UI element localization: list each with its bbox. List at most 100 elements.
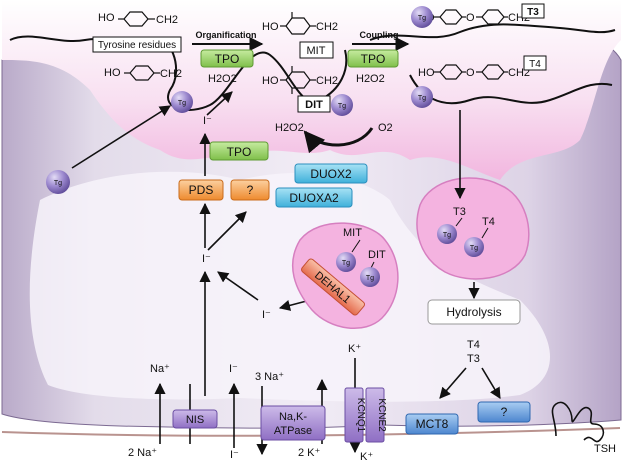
t4-label: T4 bbox=[529, 59, 541, 70]
pds-label: PDS bbox=[189, 183, 214, 197]
dit-label: DIT bbox=[305, 99, 323, 111]
duox2-box bbox=[294, 163, 368, 184]
t3-label: T3 bbox=[527, 7, 539, 18]
tg-circle-colloid-3: Tg bbox=[411, 6, 433, 28]
tpo-box-membrane bbox=[209, 141, 269, 161]
unknown-basal-transporter-box bbox=[477, 401, 531, 423]
kcnq1-label: KCNQ1 bbox=[355, 398, 366, 433]
na-k-atpase-label-2: ATPase bbox=[274, 425, 312, 437]
h2o2-label-1: H2O2 bbox=[208, 73, 237, 85]
o-label-t3: O bbox=[466, 12, 475, 24]
ho-label: HO bbox=[98, 12, 115, 24]
hydrolysis-label: Hydrolysis bbox=[446, 305, 501, 319]
t3-released-label: T3 bbox=[467, 353, 480, 365]
mit-structure: HO CH2 bbox=[262, 12, 338, 35]
iodide-out-label: I⁻ bbox=[230, 449, 239, 461]
iodide-to-unknown-arrow bbox=[207, 211, 247, 251]
nis-label: NIS bbox=[186, 414, 204, 426]
na-k-atpase-label-1: Na,K- bbox=[279, 411, 307, 423]
ho-label-2: HO bbox=[104, 67, 121, 79]
o-label-t4: O bbox=[466, 67, 475, 79]
tg-label-1: Tg bbox=[178, 100, 186, 107]
tg-export-arrow bbox=[71, 105, 171, 169]
tpo-label-1: TPO bbox=[215, 52, 240, 66]
mct8-box bbox=[405, 413, 459, 435]
duox2-label: DUOX2 bbox=[310, 167, 352, 181]
tg-circle-vesicle-3: Tg bbox=[437, 224, 457, 244]
tg-circle-colloid-4: Tg bbox=[411, 86, 433, 108]
organification-label: Organification bbox=[195, 30, 256, 40]
kcne2-box: KCNE2 bbox=[365, 387, 387, 443]
tyrosine-structure-bottom: HO CH2 bbox=[104, 65, 182, 81]
mit-connector bbox=[351, 239, 361, 253]
iodide-to-tpo-arrow bbox=[206, 91, 233, 116]
tsh-receptor-icon bbox=[551, 401, 605, 443]
tpo-label-2: TPO bbox=[361, 52, 386, 66]
t4-released-label: T4 bbox=[467, 339, 480, 351]
iodide-basal-label: I⁻ bbox=[229, 363, 238, 375]
dit-box bbox=[297, 95, 331, 113]
duoxa2-box bbox=[275, 187, 353, 208]
endocytic-vesicle bbox=[416, 177, 530, 280]
tyrosine-residues-box bbox=[92, 36, 182, 53]
ho-label-mit: HO bbox=[262, 21, 279, 33]
recycled-iodide-label: I⁻ bbox=[262, 309, 271, 321]
tg-label-7: Tg bbox=[366, 275, 374, 282]
o2-label: O2 bbox=[378, 122, 393, 134]
h2o2-label-2: H2O2 bbox=[356, 73, 385, 85]
mit-label: MIT bbox=[307, 45, 326, 57]
cell-cytoplasm-region bbox=[29, 171, 550, 402]
ch2-label: CH2 bbox=[156, 14, 178, 26]
ho-label-dit: HO bbox=[262, 75, 279, 87]
duoxa2-label: DUOXA2 bbox=[289, 191, 339, 205]
tg-circle-vesicle-2: Tg bbox=[360, 267, 380, 287]
tg-circle-vesicle-1: Tg bbox=[336, 252, 356, 272]
tg-label-8: Tg bbox=[443, 232, 451, 239]
kcnq1-box: KCNQ1 bbox=[344, 387, 366, 443]
tg-circle-vesicle-4: Tg bbox=[464, 237, 484, 257]
tpo-label-3: TPO bbox=[227, 145, 252, 159]
duox-reaction-arrow bbox=[303, 127, 374, 154]
k-out-label: K⁺ bbox=[360, 451, 373, 463]
t3-connector bbox=[455, 217, 463, 227]
three-na-label: 3 Na⁺ bbox=[255, 371, 284, 383]
unknown-transporter-apical-box bbox=[230, 179, 270, 201]
t3-vesicle-label: T3 bbox=[453, 206, 466, 218]
tg-label-9: Tg bbox=[470, 245, 478, 252]
kcne2-label: KCNE2 bbox=[376, 398, 387, 432]
dit-structure: HO CH2 bbox=[262, 66, 338, 94]
na-k-atpase-box bbox=[260, 405, 326, 441]
tg-label-2: Tg bbox=[338, 103, 346, 110]
tg-label-6: Tg bbox=[342, 260, 350, 267]
t3-box bbox=[521, 3, 545, 19]
two-na-label: 2 Na⁺ bbox=[128, 447, 157, 459]
tg-label-4: Tg bbox=[418, 95, 426, 102]
tyrosine-structure-top: HO CH2 bbox=[98, 11, 178, 27]
tpo-box-coupling bbox=[347, 49, 399, 68]
tsh-label: TSH bbox=[594, 443, 616, 455]
na-in-label: Na⁺ bbox=[150, 363, 170, 375]
ch2-label-dit: CH2 bbox=[316, 75, 338, 87]
to-unknown-basal-arrow bbox=[481, 367, 501, 399]
dehalogenation-vesicle bbox=[292, 222, 399, 330]
thyroglobulin-chain-lower bbox=[409, 74, 613, 105]
pds-box bbox=[178, 179, 224, 201]
t4-box bbox=[523, 55, 547, 71]
to-mct8-arrow bbox=[439, 367, 467, 399]
iodide-apical-label: I⁻ bbox=[203, 115, 212, 127]
tg-label-5: Tg bbox=[54, 180, 62, 187]
k-in-label: K⁺ bbox=[348, 343, 361, 355]
mit-vesicle-label: MIT bbox=[343, 227, 362, 239]
unknown-basal-label: ? bbox=[501, 405, 508, 419]
hydrolysis-box bbox=[427, 299, 521, 325]
tg-label-3: Tg bbox=[418, 15, 426, 22]
unknown-apical-label: ? bbox=[247, 183, 254, 197]
tyrosine-residues-label: Tyrosine residues bbox=[98, 40, 176, 51]
tpo-box-organification bbox=[200, 49, 254, 68]
t4-vesicle-label: T4 bbox=[482, 216, 495, 228]
nis-box bbox=[172, 409, 218, 429]
t4-connector bbox=[481, 227, 489, 239]
dit-vesicle-label: DIT bbox=[368, 249, 386, 261]
tg-circle-colloid-1: Tg bbox=[171, 91, 193, 113]
